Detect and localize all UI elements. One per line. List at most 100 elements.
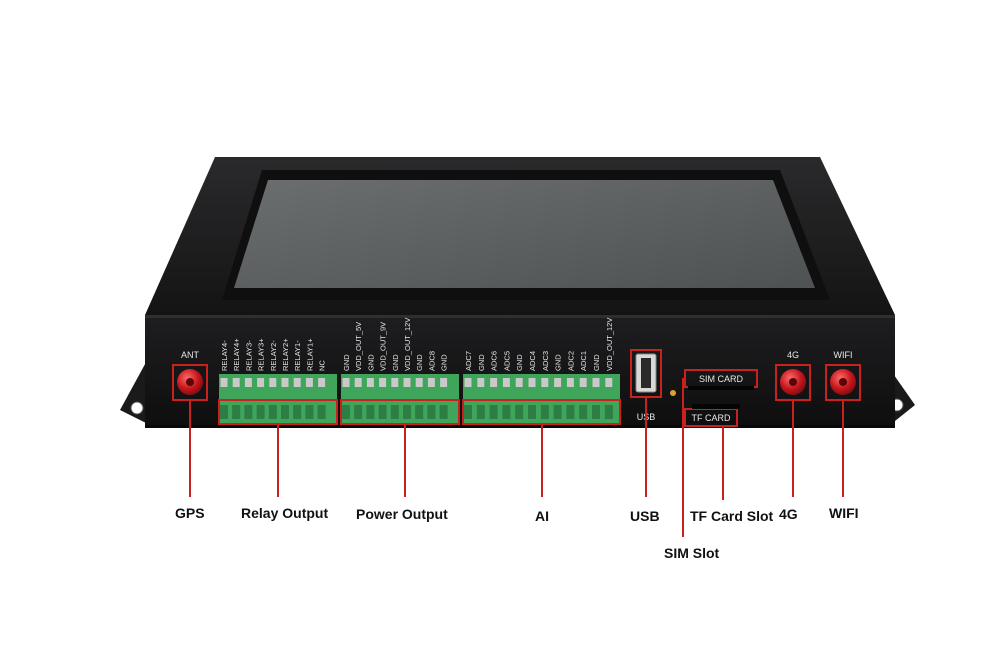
pin-label: ADC5 [502, 351, 511, 371]
terminal-screw [528, 378, 536, 387]
pin-label: RELAY3+ [257, 338, 266, 371]
terminal-screw [220, 378, 228, 387]
terminal-screw [554, 378, 562, 387]
terminal-wire-entry [293, 405, 302, 419]
terminal-wire-entry [317, 405, 326, 419]
terminal-wire-entry [464, 405, 472, 419]
terminal-screw [305, 378, 313, 387]
pin-label: ADC1 [579, 351, 588, 371]
terminal-wire-entry [403, 405, 411, 419]
terminal-screw [579, 378, 587, 387]
pin-label: RELAY3- [244, 340, 253, 371]
terminal-screw [605, 378, 613, 387]
terminal-wire-entry [232, 405, 241, 419]
terminal-wire-entry [553, 405, 562, 419]
terminal-screw [354, 378, 362, 387]
terminal-wire-entry [415, 405, 424, 419]
pin-label: RELAY1+ [305, 338, 314, 371]
terminal-screw [379, 378, 387, 387]
pin-label: ADC8 [427, 351, 436, 371]
callout-tf-card-slot: TF Card Slot [690, 508, 774, 524]
tf-card-slot [692, 404, 740, 409]
pin-label: RELAY2+ [281, 338, 290, 371]
terminal-screw [293, 378, 301, 387]
terminal-wire-entry [515, 405, 524, 419]
ant-label: ANT [181, 350, 200, 360]
pin-label: GND [440, 354, 449, 371]
terminal-screw [403, 378, 411, 387]
terminal-wire-entry [476, 405, 485, 419]
terminal-screw [244, 378, 252, 387]
pin-label: GND [342, 354, 351, 371]
callout-sim-slot: SIM Slot [664, 545, 720, 561]
terminal-screw [541, 378, 549, 387]
callout-gps: GPS [175, 505, 205, 521]
terminal-wire-entry [342, 405, 350, 419]
terminal-screw [502, 378, 510, 387]
terminal-screw [269, 378, 277, 387]
4g-panel-label: 4G [787, 350, 799, 360]
terminal-wire-entry [366, 405, 375, 419]
terminal-screw [515, 378, 523, 387]
terminal-screw [342, 378, 350, 387]
pin-label: ADC3 [541, 351, 550, 371]
terminal-wire-entry [354, 405, 363, 419]
pin-label: GND [391, 354, 400, 371]
terminal-screw [464, 378, 472, 387]
callout-relay-output: Relay Output [241, 505, 329, 521]
pin-label: GND [592, 354, 601, 371]
terminal-screw [391, 378, 399, 387]
pin-label: GND [415, 354, 424, 371]
callout-ai: AI [535, 508, 549, 524]
terminal-wire-entry [439, 405, 448, 419]
tf-card-label: TF CARD [692, 413, 731, 423]
pin-label: GND [554, 354, 563, 371]
terminal-screw [477, 378, 485, 387]
terminal-wire-entry [220, 405, 228, 419]
sim-card-slot [688, 386, 754, 390]
terminal-screw [592, 378, 600, 387]
pin-label: RELAY1- [293, 340, 302, 371]
terminal-wire-entry [566, 405, 575, 419]
pin-label: GND [515, 354, 524, 371]
terminal-wire-entry [244, 405, 253, 419]
terminal-wire-entry [489, 405, 498, 419]
terminal-wire-entry [256, 405, 265, 419]
callout-power-output: Power Output [356, 506, 448, 522]
terminal-screw [440, 378, 448, 387]
terminal-wire-entry [579, 405, 588, 419]
terminal-wire-entry [281, 405, 289, 419]
pin-label: VDD_OUT_9V [379, 322, 388, 371]
pin-label: NC [318, 360, 327, 371]
terminal-screw [490, 378, 498, 387]
pin-label: RELAY4+ [232, 338, 241, 371]
terminal-wire-entry [502, 405, 511, 419]
terminal-screw [281, 378, 289, 387]
terminal-wire-entry [604, 405, 613, 419]
pin-label: GND [366, 354, 375, 371]
terminal-wire-entry [540, 405, 549, 419]
pin-label: ADC2 [566, 351, 575, 371]
display-screen [234, 180, 815, 288]
pin-label: ADC7 [464, 351, 473, 371]
pin-label: VDD_OUT_12V [403, 318, 412, 371]
terminal-screw [427, 378, 435, 387]
pin-label: RELAY4- [220, 340, 229, 371]
terminal-wire-entry [528, 405, 536, 419]
callout-4g: 4G [779, 506, 798, 522]
terminal-screw [257, 378, 265, 387]
wifi-panel-label: WIFI [834, 350, 853, 360]
pin-label: GND [477, 354, 486, 371]
pin-label: ADC6 [490, 351, 499, 371]
sim-card-label: SIM CARD [699, 374, 744, 384]
terminal-wire-entry [378, 405, 387, 419]
terminal-screw [366, 378, 374, 387]
terminal-wire-entry [592, 405, 600, 419]
terminal-screw [566, 378, 574, 387]
terminal-screw [415, 378, 423, 387]
pin-label: RELAY2- [269, 340, 278, 371]
pin-label: VDD_OUT_12V [605, 318, 614, 371]
pin-label: ADC4 [528, 351, 537, 371]
